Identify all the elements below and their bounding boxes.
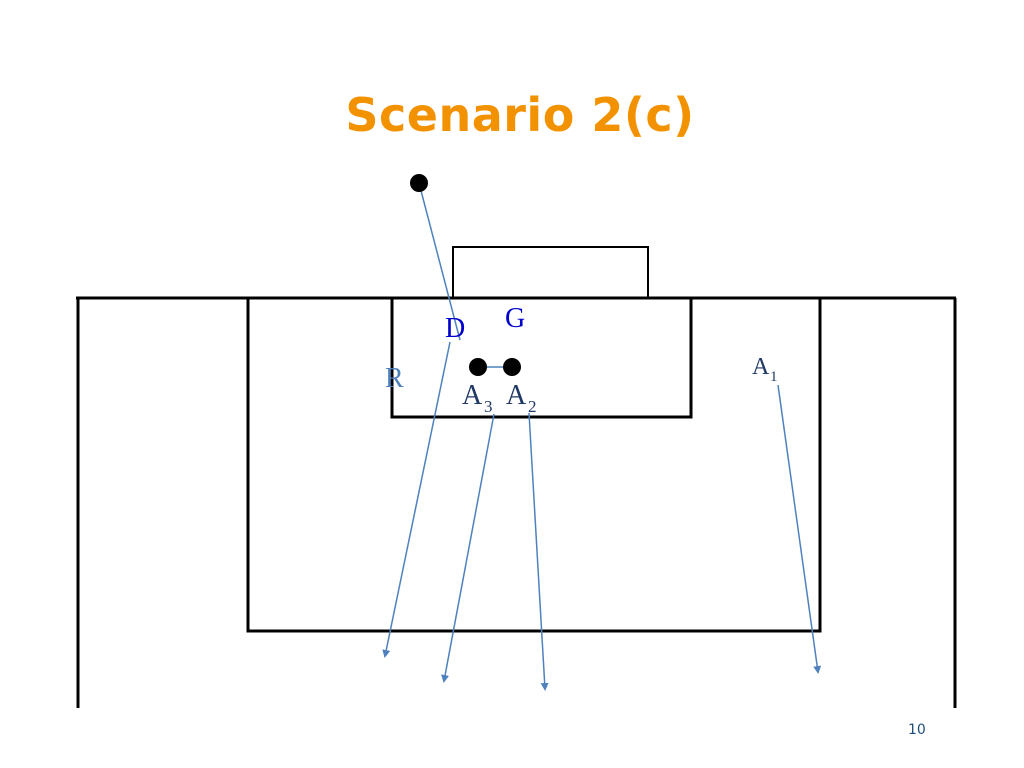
attacker2-run-arrow [528,412,549,691]
attacker2-subscript: 2 [528,397,537,416]
attacker2-label: A [506,380,527,411]
field-lines [76,296,957,708]
attacker3-subscript: 3 [484,397,493,416]
penalty-area [246,296,822,633]
attacker3-label: A [462,380,483,411]
player-dot-a3 [469,358,487,376]
attacker3-run-arrow [441,413,495,683]
player-dot-a2 [503,358,521,376]
page-number: 10 [908,722,926,738]
defender-run-arrow [382,341,451,658]
attacker1-subscript: 1 [770,369,778,385]
players [410,174,521,376]
pass-line [418,182,461,341]
receiver-label: R [385,363,404,394]
run-lines [382,182,822,691]
goal-net [452,246,649,299]
attacker1-run-arrow [777,384,822,674]
attacker1-label: A [752,354,770,380]
slide-title: Scenario 2(c) [345,88,695,142]
defender-label: D [445,313,465,344]
goalkeeper-label: G [505,303,525,334]
goal-area [390,296,693,419]
ball-dot [410,174,428,192]
